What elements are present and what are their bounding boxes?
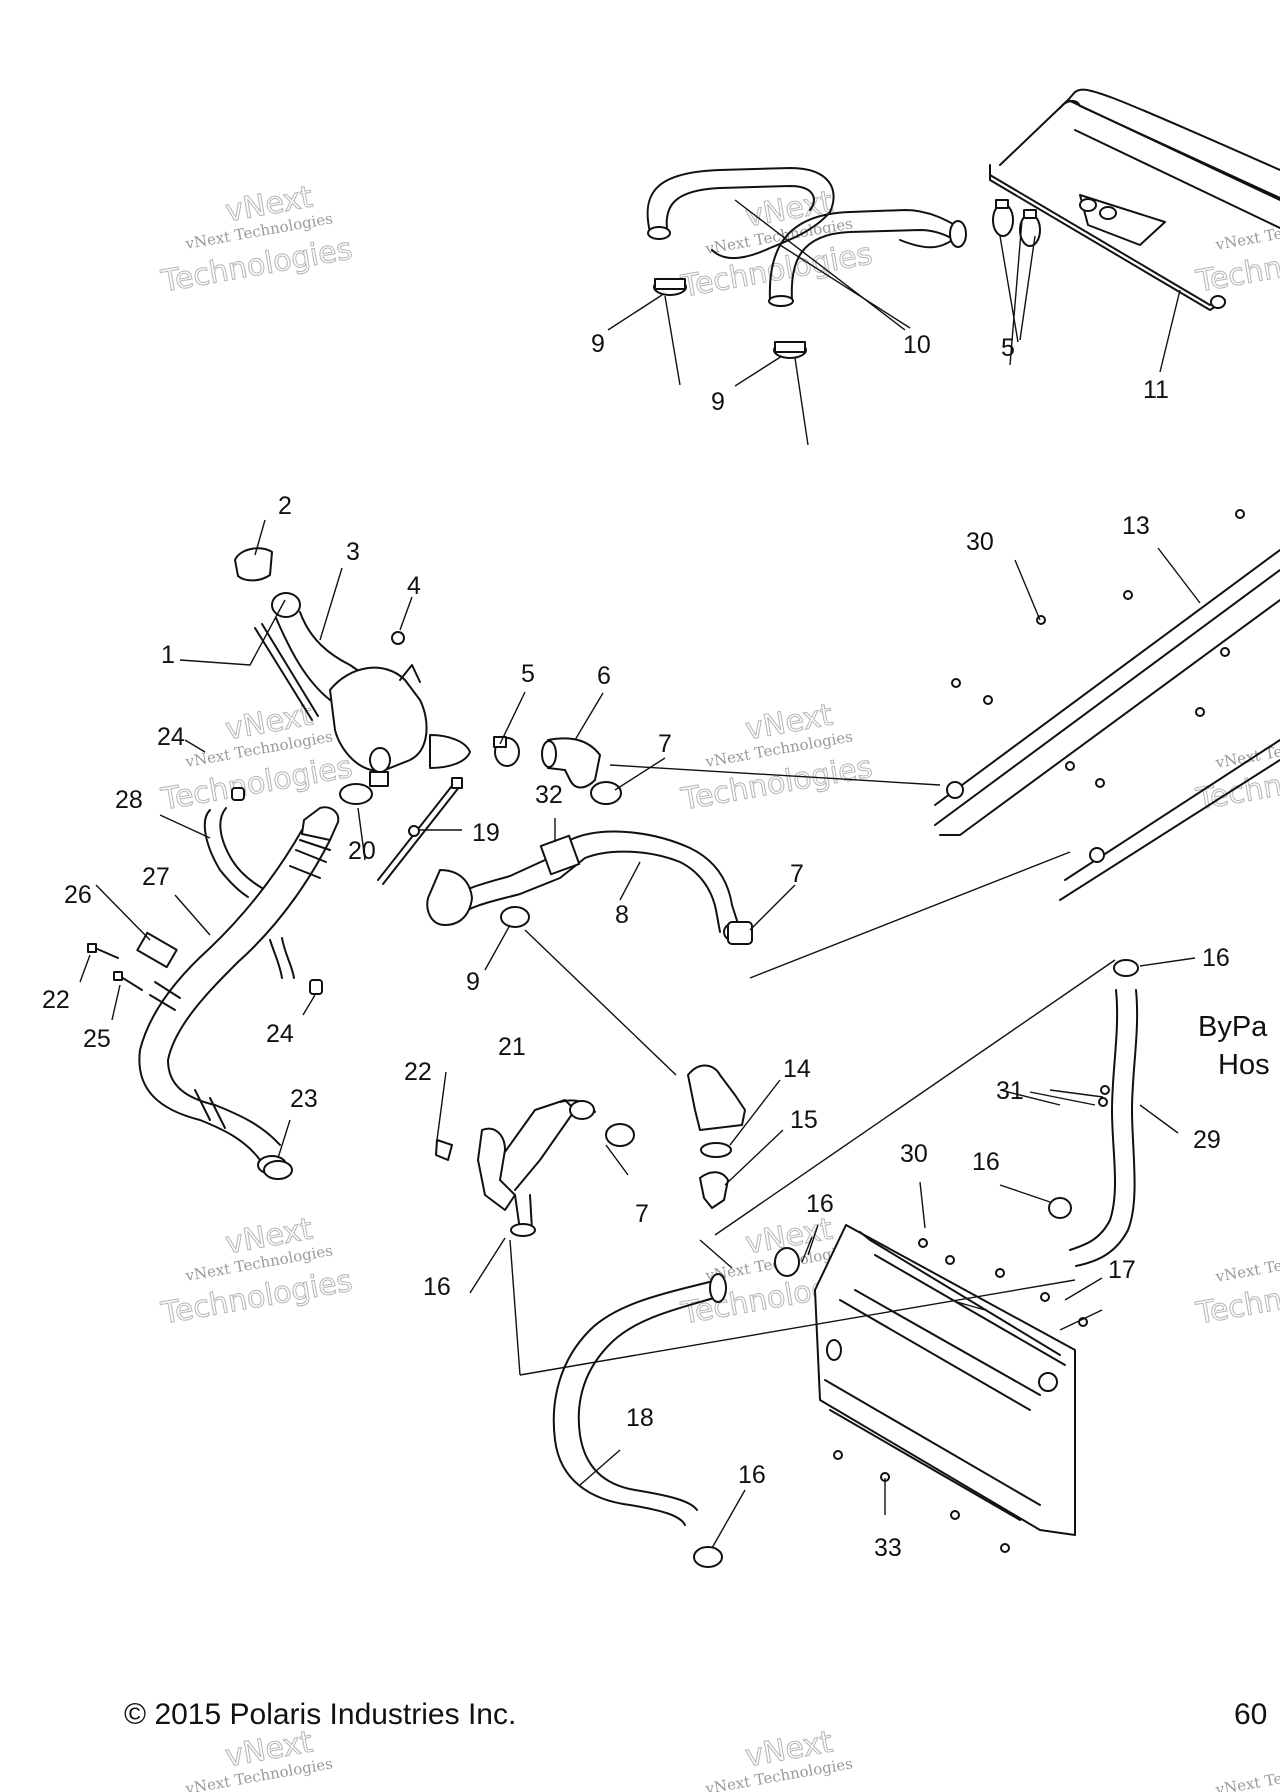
callout-30: 30: [966, 528, 994, 556]
callout-9: 9: [591, 330, 605, 358]
callout-17: 17: [1108, 1256, 1136, 1284]
rail-item-13: [934, 549, 1280, 901]
hose-elbow-pieces: [493, 736, 622, 805]
callout-16: 16: [738, 1461, 766, 1489]
clamp-item-20: [339, 783, 373, 805]
page-code: 60: [1234, 1698, 1268, 1731]
plug-item-24: [309, 979, 323, 995]
callout-4: 4: [407, 572, 421, 600]
bypass-hose-note-line1: ByPa: [1198, 1011, 1268, 1043]
callout-1: 1: [161, 641, 175, 669]
callout-labels: 1 2 3 4 5 6 7 24 28 27 26 22 25 24 23 20…: [42, 330, 1270, 1562]
callout-19: 19: [472, 819, 500, 847]
callout-11: 11: [1143, 376, 1169, 404]
tie-strap: [377, 777, 463, 885]
leader-lines: [79, 199, 1201, 1549]
bypass-hose-item-29: [1048, 959, 1139, 1267]
shroud-item-17: [814, 1224, 1076, 1536]
callout-7: 7: [790, 860, 804, 888]
callout-2: 2: [278, 492, 292, 520]
watermark: vNext vNext Technologies Technologies: [158, 697, 356, 818]
svg-text:vNext Technologies: vNext Technologies: [1213, 1242, 1280, 1286]
callout-5: 5: [1001, 334, 1015, 362]
callout-23: 23: [290, 1085, 318, 1113]
callout-28: 28: [115, 786, 143, 814]
callout-5: 5: [521, 660, 535, 688]
callout-16: 16: [972, 1148, 1000, 1176]
callout-26: 26: [64, 881, 92, 909]
overflow-tube: [254, 623, 319, 721]
copyright-notice: © 2015 Polaris Industries Inc.: [124, 1698, 517, 1731]
callout-32: 32: [535, 781, 563, 809]
thermostat-housing: [687, 1064, 746, 1209]
mounting-hardware-left: [87, 931, 178, 991]
callout-29: 29: [1193, 1126, 1221, 1154]
callout-7: 7: [658, 730, 672, 758]
fill-neck-assembly: [234, 547, 471, 787]
callout-21: 21: [498, 1033, 526, 1061]
callout-16: 16: [806, 1190, 834, 1218]
upper-coolant-hoses: [646, 167, 967, 307]
callout-7: 7: [635, 1200, 649, 1228]
callout-9: 9: [711, 388, 725, 416]
nut-item-4: [391, 631, 405, 645]
callout-9: 9: [466, 968, 480, 996]
callout-13: 13: [1122, 512, 1150, 540]
watermark: vNext vNext Technologies: [703, 1724, 854, 1792]
callout-6: 6: [597, 662, 611, 690]
callout-24: 24: [266, 1020, 294, 1048]
watermark: vNext vNext Technologies Technologies: [158, 1211, 356, 1332]
watermark: vNext vNext Technologies Technologies: [678, 697, 876, 818]
callout-16: 16: [423, 1273, 451, 1301]
callout-18: 18: [626, 1404, 654, 1432]
callout-22: 22: [42, 986, 70, 1014]
callout-33: 33: [874, 1534, 902, 1562]
lower-hose-item-18: [552, 1247, 800, 1568]
clamps-item-9: [500, 278, 807, 928]
callout-24: 24: [157, 723, 185, 751]
watermark: vNext vNext Technologies Technologies: [158, 179, 356, 300]
hose-item-8: [426, 830, 753, 945]
fasteners: [833, 509, 1245, 1553]
callout-8: 8: [615, 901, 629, 929]
callout-22: 22: [404, 1058, 432, 1086]
branch-hose-item-28: [203, 807, 295, 979]
bypass-tee-item-21: [435, 1099, 635, 1237]
callout-3: 3: [346, 538, 360, 566]
callout-30: 30: [900, 1140, 928, 1168]
lower-hose-item-27: [138, 806, 340, 1180]
watermark: vNext Technologies Technologies: [1193, 1242, 1280, 1332]
watermark: vNext Technologies: [1213, 1755, 1280, 1792]
plug-item-24: [231, 787, 245, 801]
svg-text:vNext Technologies: vNext Technologies: [1213, 1755, 1280, 1792]
callout-10: 10: [903, 331, 931, 359]
callout-14: 14: [783, 1055, 811, 1083]
bypass-hose-note-line2: Hos: [1218, 1049, 1270, 1081]
callout-15: 15: [790, 1106, 818, 1134]
callout-25: 25: [83, 1025, 111, 1053]
watermark: vNext vNext Technologies: [183, 1724, 334, 1792]
callout-16: 16: [1202, 944, 1230, 972]
watermark: vNext Technologies Technologies: [1193, 728, 1280, 818]
radiator: [989, 88, 1280, 311]
callout-20: 20: [348, 837, 376, 865]
svg-text:vNext Technologies: vNext Technologies: [1213, 210, 1280, 254]
callout-27: 27: [142, 863, 170, 891]
callout-31: 31: [996, 1077, 1024, 1105]
